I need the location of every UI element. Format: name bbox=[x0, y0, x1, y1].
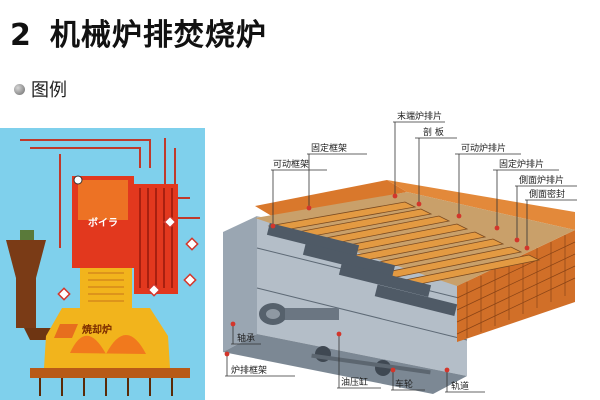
boiler-block: ボイラ bbox=[72, 176, 178, 294]
grate-assembly-diagram: 末端炉排片 剖 板 可动炉排片 固定炉排片 側面炉排片 側面密封 固定框架 可动… bbox=[223, 110, 577, 394]
bullet-icon bbox=[14, 83, 25, 95]
slide-title: 2 机械炉排焚烧炉 bbox=[10, 10, 267, 54]
callout-bearing: 轴承 bbox=[237, 332, 255, 344]
brick-walls bbox=[255, 180, 576, 342]
callout-rib-plate: 剖 板 bbox=[423, 126, 444, 138]
boiler-label: ボイラ bbox=[88, 216, 118, 229]
callout-oil-cylinder: 油压缸 bbox=[341, 376, 368, 388]
callout-markers bbox=[224, 193, 530, 373]
legend-label: 图例 bbox=[14, 76, 67, 102]
indicator-dot-icon bbox=[73, 175, 83, 185]
callout-wheel: 车轮 bbox=[395, 378, 413, 390]
section-heading: 机械炉排焚烧炉 bbox=[49, 18, 267, 53]
movable-frame-beams bbox=[266, 223, 458, 316]
incinerator-cross-section: ボイラ 焼却炉 bbox=[0, 128, 205, 400]
callout-side-grate: 側面炉排片 bbox=[519, 174, 564, 186]
hydraulic-drive bbox=[259, 303, 431, 376]
furnace-label: 焼却炉 bbox=[82, 323, 112, 336]
callout-fixed-grate: 固定炉排片 bbox=[499, 158, 544, 170]
sensor-markers bbox=[57, 215, 199, 301]
callout-movable-frame: 可动框架 bbox=[273, 158, 309, 170]
grate-bed bbox=[255, 192, 575, 288]
callouts: 末端炉排片 剖 板 可动炉排片 固定炉排片 側面炉排片 側面密封 固定框架 可动… bbox=[224, 110, 577, 393]
callout-fixed-frame: 固定框架 bbox=[311, 142, 347, 154]
legend-text: 图例 bbox=[31, 80, 67, 101]
callout-track: 轨道 bbox=[451, 380, 469, 392]
grate-base bbox=[30, 368, 190, 396]
callout-end-grate: 末端炉排片 bbox=[397, 110, 442, 122]
callout-grate-frame: 炉排框架 bbox=[231, 364, 267, 376]
section-number: 2 bbox=[10, 18, 32, 53]
leader-lines bbox=[225, 121, 577, 393]
callout-side-seal: 側面密封 bbox=[529, 188, 565, 200]
callout-movable-grate: 可动炉排片 bbox=[461, 142, 506, 154]
furnace-body: 焼却炉 bbox=[44, 268, 170, 368]
